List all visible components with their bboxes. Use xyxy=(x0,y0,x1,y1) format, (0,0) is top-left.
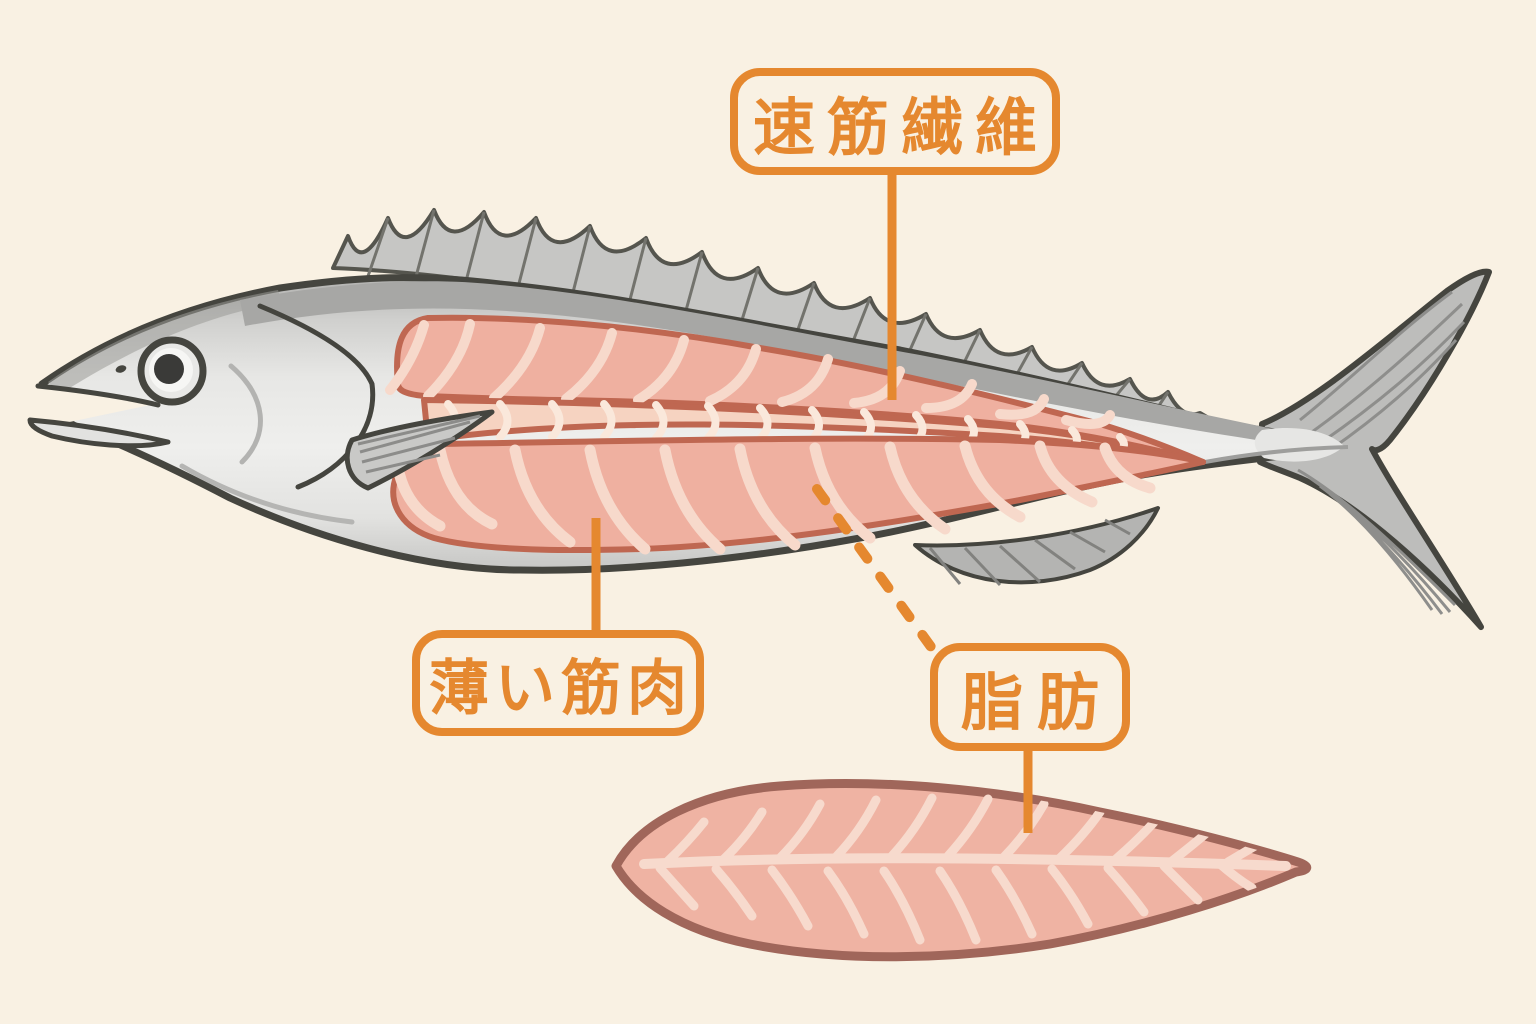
gill-cover xyxy=(179,303,376,525)
fillet-fat-lines xyxy=(639,793,1291,945)
fillet xyxy=(611,779,1312,962)
label-fast-twitch-fiber-text: 速筋繊維 xyxy=(752,90,1049,164)
lower-muscle-stripes xyxy=(392,440,1156,555)
mouth xyxy=(27,383,171,449)
back-band xyxy=(240,281,1312,448)
head-shading xyxy=(48,290,282,394)
label-fat: 脂肪 xyxy=(930,643,1130,751)
nostril xyxy=(115,365,127,373)
label-fat-text: 脂肪 xyxy=(960,666,1113,739)
pectoral-fin xyxy=(344,409,495,491)
tail-fin xyxy=(1257,268,1492,630)
upper-muscle xyxy=(385,314,1206,465)
upper-muscle-stripes xyxy=(385,319,1115,429)
callout-connectors xyxy=(591,170,1033,833)
connector-fat-dashed xyxy=(812,484,939,656)
anal-fin xyxy=(913,506,1160,587)
label-fast-twitch-fiber: 速筋繊維 xyxy=(730,68,1060,175)
label-thin-muscle: 薄い筋肉 xyxy=(412,630,704,736)
eye xyxy=(137,336,207,406)
label-thin-muscle-text: 薄い筋肉 xyxy=(429,653,693,724)
